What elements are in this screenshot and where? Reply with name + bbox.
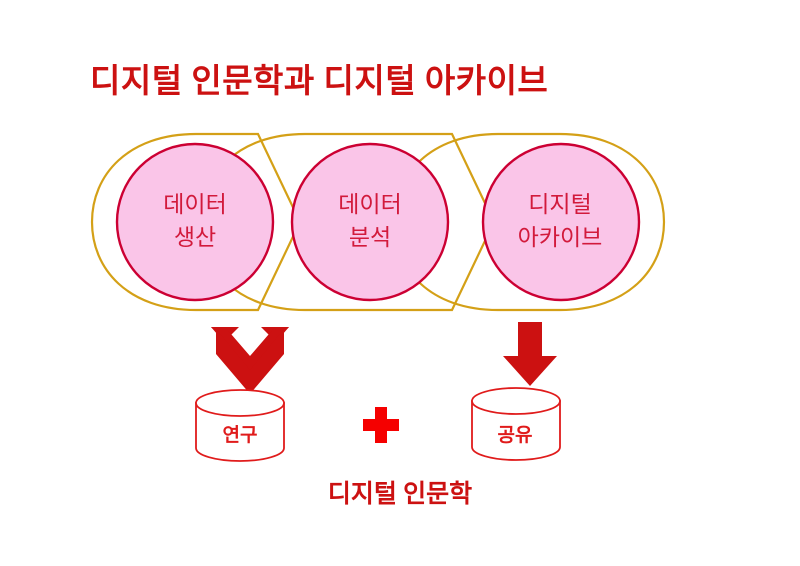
circle-node-3[interactable] (481, 142, 641, 302)
process-circles (115, 142, 641, 302)
page-title: 디지털 인문학과 디지털 아카이브 (90, 64, 549, 100)
plus-icon (363, 407, 399, 443)
cylinder-share[interactable] (471, 387, 561, 461)
diagram-caption: 디지털 인문학 (327, 481, 473, 508)
cylinder-research[interactable] (195, 389, 285, 462)
circle-node-1[interactable] (115, 142, 275, 302)
chevron-segment-1 (90, 132, 302, 312)
circle-node-2[interactable] (290, 142, 450, 302)
arrow-down-icon (503, 322, 557, 386)
arrow-split-down-icon (211, 327, 289, 394)
